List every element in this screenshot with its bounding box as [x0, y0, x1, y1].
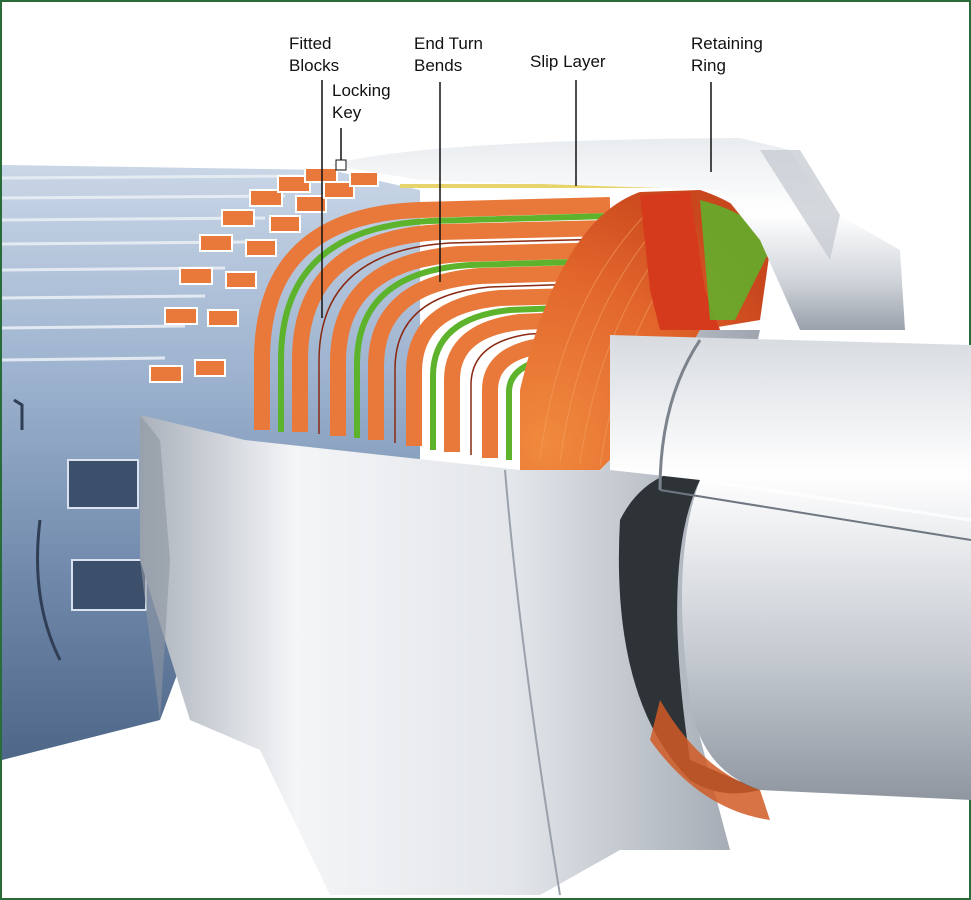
retaining-ring-band	[640, 192, 720, 330]
shaft	[610, 335, 971, 800]
end-turn-bends-label: End Turn Bends	[414, 34, 483, 75]
fitted-blocks-label: Fitted Blocks	[289, 34, 340, 75]
locking-key-label: Locking Key	[332, 81, 391, 122]
fitted-blocks	[149, 167, 379, 383]
end-turn-bends	[254, 197, 613, 460]
ring-inner-opening	[618, 470, 760, 794]
rotor-vent-slots	[67, 459, 147, 611]
locking-key-marker	[335, 159, 347, 171]
retaining-ring-top	[330, 138, 905, 330]
retaining-ring-shell	[140, 330, 760, 895]
retaining-ring-label: Retaining Ring	[691, 34, 763, 75]
leader-lines	[321, 80, 712, 318]
slip-layer-label: Slip Layer	[530, 52, 606, 71]
